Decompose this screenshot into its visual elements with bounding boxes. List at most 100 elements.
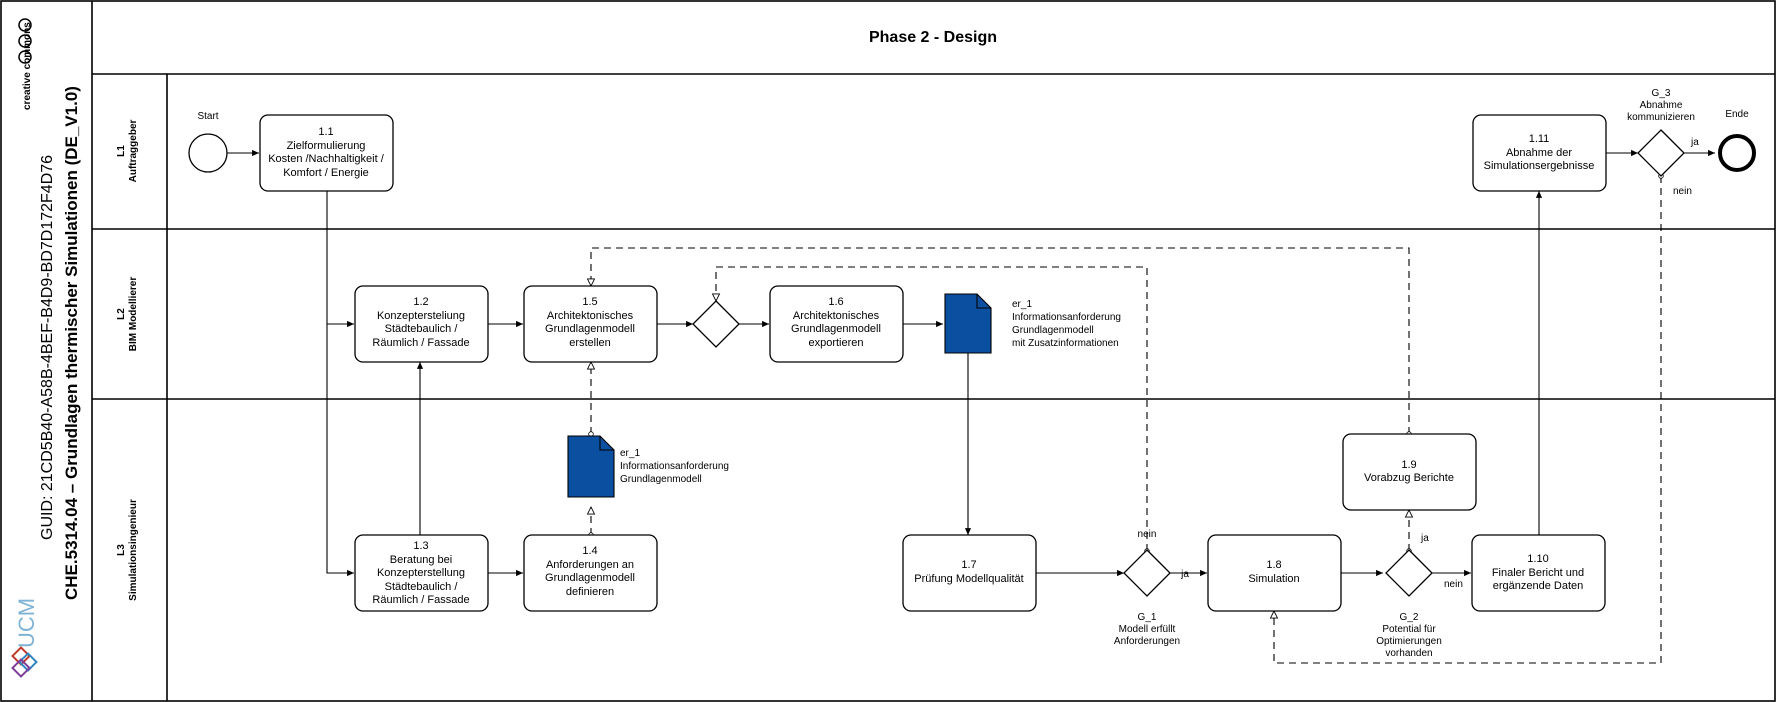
task-1-10: 1.10 Finaler Bericht und ergänzende Date… <box>1471 534 1606 612</box>
process-title-group: CHE.5314.04 – Grundlagen thermischer Sim… <box>62 86 81 600</box>
svg-text:1.3: 1.3 <box>413 540 428 552</box>
svg-text:Optimierungen: Optimierungen <box>1376 636 1442 647</box>
ucm-logo: UCM <box>11 598 39 678</box>
svg-text:1.4: 1.4 <box>582 545 597 557</box>
svg-text:ergänzende Daten: ergänzende Daten <box>1493 580 1584 592</box>
svg-text:mit Zusatzinformationen: mit Zusatzinformationen <box>1012 338 1119 349</box>
task-1-7: 1.7 Prüfung Modellqualität <box>902 534 1037 612</box>
svg-text:vorhanden: vorhanden <box>1385 648 1432 659</box>
document-er1-lane2: er_1 Informationsanforderung Grundlagenm… <box>944 293 1121 354</box>
svg-text:Modell erfüllt: Modell erfüllt <box>1119 624 1176 635</box>
svg-text:Informationsanforderung: Informationsanforderung <box>1012 312 1121 323</box>
svg-text:1.11: 1.11 <box>1529 133 1550 145</box>
task-1-11: 1.11 Abnahme der Simulationsergebnisse <box>1472 114 1607 192</box>
start-event <box>188 133 228 173</box>
task-1-2: 1.2 Konzeptersteliung Städtebaulich / Rä… <box>354 285 489 363</box>
task-1-3: 1.3 Beratung bei Konzepterstellung Städt… <box>354 534 489 612</box>
gateway-g1: G_1 Modell erfüllt Anforderungen <box>1114 549 1180 647</box>
svg-text:1.6: 1.6 <box>828 296 843 308</box>
svg-text:Simulation: Simulation <box>1248 573 1299 585</box>
lane-label-l1: L1 Auftraggeber <box>116 120 139 183</box>
svg-text:BIM Modellierer: BIM Modellierer <box>128 277 139 352</box>
svg-text:er_1: er_1 <box>620 448 640 459</box>
svg-text:Komfort / Energie: Komfort / Energie <box>283 167 369 179</box>
g3-no-label: nein <box>1673 186 1692 197</box>
flow-1-1-1-3 <box>326 324 354 577</box>
svg-text:Auftraggeber: Auftraggeber <box>128 120 139 183</box>
svg-text:G_1: G_1 <box>1138 612 1157 623</box>
svg-text:kommunizieren: kommunizieren <box>1627 112 1695 123</box>
gateway-model-export <box>692 300 740 348</box>
svg-text:Konzeptersteliung: Konzeptersteliung <box>377 310 465 322</box>
svg-text:Zielformulierung: Zielformulierung <box>287 140 366 152</box>
svg-text:1.5: 1.5 <box>582 296 597 308</box>
svg-text:Abnahme: Abnahme <box>1640 100 1683 111</box>
task-1-5: 1.5 Architektonisches Grundlagenmodell e… <box>523 285 658 363</box>
flow-1-9-1-5 <box>591 247 1409 434</box>
svg-text:G_2: G_2 <box>1400 612 1419 623</box>
task-1-8: 1.8 Simulation <box>1207 534 1342 612</box>
svg-text:Simulationsergebnisse: Simulationsergebnisse <box>1484 160 1595 172</box>
svg-text:Vorabzug Berichte: Vorabzug Berichte <box>1364 472 1454 484</box>
svg-text:Grundlagenmodell: Grundlagenmodell <box>791 323 881 335</box>
svg-text:Informationsanforderung: Informationsanforderung <box>620 461 729 472</box>
svg-text:1.8: 1.8 <box>1266 559 1281 571</box>
g1-no-label: nein <box>1138 529 1157 540</box>
svg-text:Räumlich / Fassade: Räumlich / Fassade <box>372 337 469 349</box>
gateway-g2: G_2 Potential für Optimierungen vorhande… <box>1376 549 1442 659</box>
svg-text:Abnahme der: Abnahme der <box>1506 147 1572 159</box>
creative-commons-icon: creative commons <box>18 18 33 110</box>
svg-text:Finaler Bericht und: Finaler Bericht und <box>1492 567 1584 579</box>
lane-label-l3: L3 Simulationsingenieur <box>116 499 139 601</box>
svg-text:L1: L1 <box>116 145 127 157</box>
svg-text:Grundlagenmodell: Grundlagenmodell <box>620 474 702 485</box>
svg-text:definieren: definieren <box>566 586 614 598</box>
g2-yes-label: ja <box>1420 533 1429 544</box>
task-1-9: 1.9 Vorabzug Berichte <box>1342 433 1477 511</box>
svg-text:Anforderungen: Anforderungen <box>1114 636 1180 647</box>
svg-text:erstellen: erstellen <box>569 337 611 349</box>
svg-text:Anforderungen an: Anforderungen an <box>546 559 634 571</box>
svg-text:1.7: 1.7 <box>961 559 976 571</box>
phase-title: Phase 2 - Design <box>869 29 997 46</box>
svg-text:Beratung bei: Beratung bei <box>390 554 452 566</box>
task-1-6: 1.6 Architektonisches Grundlagenmodell e… <box>769 285 904 363</box>
svg-text:Kosten /Nachhaltigkeit /: Kosten /Nachhaltigkeit / <box>268 153 385 165</box>
svg-text:Architektonisches: Architektonisches <box>547 310 634 322</box>
g3-yes-label: ja <box>1690 137 1699 148</box>
svg-text:G_3: G_3 <box>1652 88 1671 99</box>
gateway-g3: G_3 Abnahme kommunizieren <box>1627 88 1695 177</box>
svg-text:1.10: 1.10 <box>1527 553 1548 565</box>
svg-text:er_1: er_1 <box>1012 299 1032 310</box>
svg-text:Räumlich / Fassade: Räumlich / Fassade <box>372 594 469 606</box>
svg-text:exportieren: exportieren <box>808 337 863 349</box>
svg-text:Grundlagenmodell: Grundlagenmodell <box>545 323 635 335</box>
svg-text:Städtebaulich /: Städtebaulich / <box>385 581 459 593</box>
ucm-logo-text: UCM <box>14 598 39 648</box>
guid-group: GUID: 21CD5B40-A58B-4BEF-B4D9-BD7D172F4D… <box>39 155 56 540</box>
flow-1-1-1-2 <box>326 191 354 328</box>
svg-text:L2: L2 <box>116 308 127 320</box>
svg-text:Architektonisches: Architektonisches <box>793 310 880 322</box>
start-label: Start <box>197 111 218 122</box>
svg-text:Grundlagenmodell: Grundlagenmodell <box>1012 325 1094 336</box>
svg-text:Konzepterstellung: Konzepterstellung <box>377 567 465 579</box>
svg-text:L3: L3 <box>116 544 127 556</box>
svg-text:Städtebaulich /: Städtebaulich / <box>385 323 459 335</box>
flow-g3-no-1-8 <box>1274 176 1661 664</box>
guid-text: GUID: 21CD5B40-A58B-4BEF-B4D9-BD7D172F4D… <box>39 155 56 540</box>
svg-text:Grundlagenmodell: Grundlagenmodell <box>545 572 635 584</box>
g2-no-label: nein <box>1444 579 1463 590</box>
svg-text:Simulationsingenieur: Simulationsingenieur <box>128 499 139 601</box>
document-er1-lane3: er_1 Informationsanforderung Grundlagenm… <box>567 435 729 498</box>
end-event <box>1718 134 1756 172</box>
g1-yes-label: ja <box>1180 569 1189 580</box>
svg-text:1.9: 1.9 <box>1401 459 1416 471</box>
svg-text:Potential für: Potential für <box>1382 624 1436 635</box>
svg-text:1.1: 1.1 <box>318 126 333 138</box>
svg-text:1.2: 1.2 <box>413 296 428 308</box>
svg-text:Prüfung Modellqualität: Prüfung Modellqualität <box>914 573 1023 585</box>
cc-text: creative commons <box>22 22 33 110</box>
